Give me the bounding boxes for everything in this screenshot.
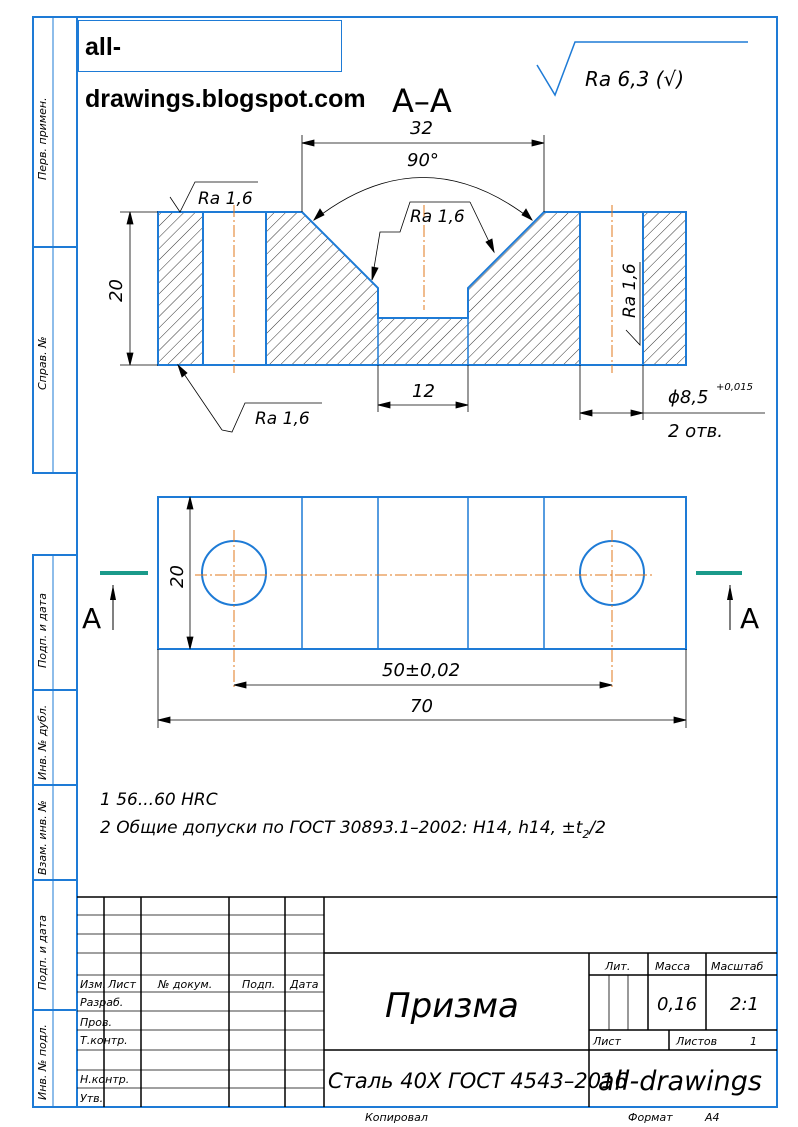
row-razrab: Разраб. <box>80 996 123 1009</box>
site-banner: all-drawings.blogspot.com <box>78 20 366 113</box>
note-2-sub: 2 <box>582 828 589 841</box>
side-label-inv-podl: Инв. № подл. <box>36 1024 49 1100</box>
side-label-perv-primen: Перв. примен. <box>36 97 49 180</box>
list-label: Лист <box>592 1035 621 1048</box>
roughness-bottom: Ra 1,6 <box>255 409 310 429</box>
row-nkontr: Н.контр. <box>80 1073 129 1086</box>
roughness-v-groove: Ra 1,6 <box>410 207 465 227</box>
material: Сталь 40Х ГОСТ 4543–2016 <box>328 1069 628 1093</box>
section-dimensions <box>120 135 765 433</box>
col-list: Лист <box>107 978 136 991</box>
note-2: 2 Общие допуски по ГОСТ 30893.1–2002: H1… <box>100 818 584 838</box>
dim-hole-count: 2 отв. <box>668 421 723 442</box>
side-label-podp-data-2: Подп. и дата <box>36 915 49 990</box>
format-value: А4 <box>704 1111 720 1124</box>
masshtab-label: Масштаб <box>711 960 763 973</box>
side-label-inv-dubl: Инв. № дубл. <box>36 705 49 780</box>
listov-label: Листов <box>675 1035 717 1048</box>
row-utv: Утв. <box>80 1092 103 1105</box>
svg-text:2 Общие допуски по ГОСТ 30893: 2 Общие допуски по ГОСТ 30893.1–2002: H1… <box>100 818 606 841</box>
side-label-podp-data-1: Подп. и дата <box>36 593 49 668</box>
col-data: Дата <box>289 978 319 991</box>
kopiroval: Копировал <box>365 1111 428 1124</box>
listov-value: 1 <box>750 1035 757 1048</box>
dim-angle: 90° <box>407 150 439 171</box>
part-name: Призма <box>385 986 519 1026</box>
dim-plan-height: 20 <box>167 565 188 588</box>
format-label: Формат <box>628 1111 673 1124</box>
row-tkontr: Т.контр. <box>80 1034 128 1047</box>
side-label-sprav-no: Справ. № <box>36 336 49 390</box>
side-label-vzam-inv: Взам. инв. № <box>36 800 49 875</box>
lit-label: Лит. <box>604 960 630 973</box>
title-block <box>77 896 777 1107</box>
dim-hole-tol: +0,015 <box>716 382 753 393</box>
dim-hole-dia: ϕ8,5 <box>668 387 709 408</box>
section-marker-left: A <box>82 602 101 635</box>
outer-frame <box>76 16 778 1108</box>
dim-height: 20 <box>106 279 127 302</box>
roughness-left-top: Ra 1,6 <box>198 189 253 209</box>
general-roughness-symbol: Ra 6,3 (√) <box>536 41 748 97</box>
note-1: 1 56...60 HRC <box>100 790 218 810</box>
side-column <box>32 16 78 1108</box>
col-podp: Подп. <box>242 978 275 991</box>
masshtab-value: 2:1 <box>730 994 759 1015</box>
plan-view <box>157 496 687 690</box>
massa-value: 0,16 <box>657 994 697 1015</box>
org-name: all-drawings <box>598 1066 762 1097</box>
general-roughness-text: Ra 6,3 (√) <box>585 67 684 91</box>
dim-width-top: 32 <box>410 118 433 139</box>
massa-label: Масса <box>655 960 690 973</box>
section-marker-right: A <box>740 602 759 635</box>
plan-dimensions <box>157 496 687 728</box>
col-izm: Изм. <box>80 978 106 991</box>
dim-hole-spacing: 50±0,02 <box>382 660 460 681</box>
section-title: A–A <box>392 82 452 120</box>
dim-length: 70 <box>410 696 433 717</box>
dim-slot-width: 12 <box>412 381 435 402</box>
roughness-right-hole: Ra 1,6 <box>620 263 640 318</box>
row-prov: Пров. <box>80 1016 112 1029</box>
col-dokum: № докум. <box>157 978 212 991</box>
section-view <box>157 205 687 373</box>
section-markers <box>100 571 742 630</box>
note-2-end: /2 <box>587 818 606 838</box>
